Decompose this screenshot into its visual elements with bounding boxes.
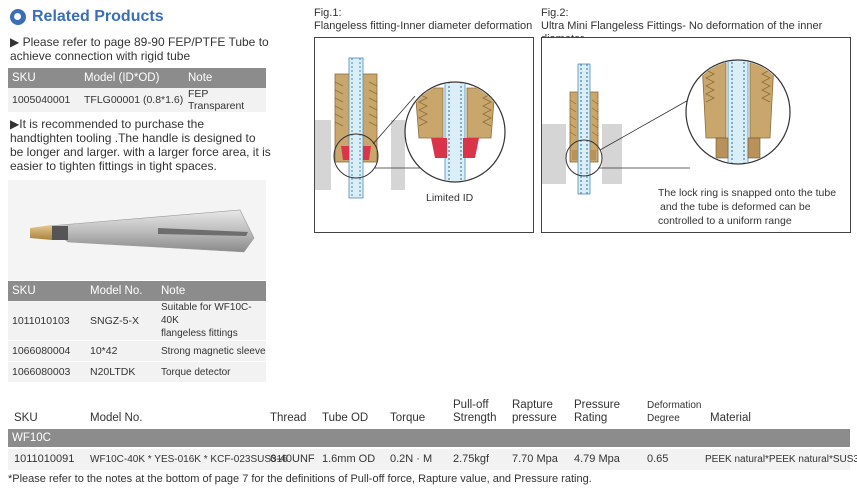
spec-col-torque: Torque (390, 412, 426, 424)
cell-sku: 1066080004 (8, 340, 86, 362)
pulloff-line-2: Strength (453, 412, 497, 424)
rapture-line-1: Rapture (512, 399, 553, 411)
tube-table-header: SKU Model (ID*OD) Note (8, 68, 266, 88)
cell-note: Suitable for WF10C-40K flangeless fittin… (157, 301, 266, 341)
lock-ring-line-2: and the tube is deformed can be (660, 201, 811, 213)
deformation-line-1: Deformation (647, 400, 702, 411)
pressure-line-2: Rating (574, 412, 608, 424)
spec-table-header: SKU Model No. Thread Tube OD Torque Pull… (8, 397, 850, 427)
tooling-line-3: be longer and larger. with a larger forc… (10, 145, 271, 159)
fig1-caption: Fig.1: Flangeless fitting-Inner diameter… (314, 7, 532, 33)
spec-col-rapture: Rapture pressure (512, 399, 557, 425)
cell-rapture: 7.70 Mpa (512, 453, 558, 465)
cell-material: PEEK natural*PEEK natural*SUS316 (705, 454, 857, 465)
deformation-line-2: Degree (647, 413, 680, 424)
note-line-2: flangeless fittings (161, 328, 238, 339)
cell-model: SNGZ-5-X (86, 301, 157, 341)
spec-col-material: Material (710, 412, 751, 424)
cell-sku: 1005040001 (8, 88, 80, 113)
footnote: *Please refer to the notes at the bottom… (8, 473, 592, 485)
cell-deformation: 0.65 (647, 453, 669, 465)
lock-ring-line-1: The lock ring is snapped onto the tube (658, 187, 837, 199)
accessory-table-header: SKU Model No. Note (8, 281, 266, 301)
tooling-recommendation-text: ▶It is recommended to purchase the handt… (10, 117, 271, 173)
lock-ring-annotation: The lock ring is snapped onto the tube a… (658, 186, 836, 228)
pressure-line-1: Pressure (574, 399, 621, 411)
rapture-line-2: pressure (512, 412, 557, 424)
related-products-title-text: Related Products (32, 8, 164, 25)
flangeless-fitting-illustration (315, 57, 506, 199)
tooling-line-4: easier to tighten fittings in tight spac… (10, 159, 217, 173)
related-products-title: Related Products (10, 8, 164, 26)
cell-pulloff: 2.75kgf (453, 453, 490, 465)
col-header-note: Note (184, 68, 266, 88)
spec-group-label: WF10C (8, 429, 850, 447)
cell-sku: 1011010091 (14, 453, 75, 465)
note-line-1: Suitable for WF10C-40K (161, 302, 252, 326)
spec-col-pulloff: Pull-off Strength (453, 399, 496, 425)
table-row: 1066080004 10*42 Strong magnetic sleeve (8, 340, 266, 362)
limited-id-label: Limited ID (426, 192, 474, 204)
cell-thread: 6-40UNF (270, 453, 315, 465)
cell-torque: 0.2N · M (390, 453, 433, 465)
table-row: 1011010091 WF10C-40K * YES-016K * KCF-02… (8, 449, 857, 470)
tube-reference-text: ▶ Please refer to page 89-90 FEP/PTFE Tu… (10, 35, 269, 63)
cell-pressure: 4.79 Mpa (574, 453, 620, 465)
cell-tube-od: 1.6mm OD (322, 453, 376, 465)
tooling-line-1: ▶It is recommended to purchase the (10, 117, 204, 131)
table-row: 1011010103 SNGZ-5-X Suitable for WF10C-4… (8, 301, 266, 341)
spec-col-thread: Thread (270, 412, 307, 424)
cell-note: Strong magnetic sleeve (157, 340, 266, 362)
spec-col-sku: SKU (14, 412, 38, 424)
col-header-model-no: Model No. (86, 281, 157, 301)
table-row: 1005040001 TFLG00001 (0.8*1.6) FEP Trans… (8, 88, 266, 113)
accessory-table: SKU Model No. Note 1011010103 SNGZ-5-X S… (8, 281, 266, 383)
spec-col-model: Model No. (90, 412, 143, 424)
cell-sku: 1066080003 (8, 361, 86, 383)
cell-sku: 1011010103 (8, 301, 86, 341)
col-header-note: Note (157, 281, 266, 301)
fig2-label: Fig.2: (541, 7, 569, 19)
col-header-model: Model (ID*OD) (80, 68, 184, 88)
fig1-label: Fig.1: (314, 7, 342, 19)
tightening-tool-image (8, 180, 266, 280)
fig1-diagram: Limited ID (314, 37, 534, 233)
bullet-circle-icon (10, 9, 26, 25)
fig2-caption: Fig.2: Ultra Mini Flangeless Fittings- N… (541, 7, 857, 46)
cell-model: 10*42 (86, 340, 157, 362)
pulloff-line-1: Pull-off (453, 399, 489, 411)
tube-reference-line-2: achieve connection with rigid tube (10, 49, 191, 63)
lock-ring-line-3: controlled to a uniform range (658, 215, 792, 227)
tooling-line-2: handtighten tooling .The handle is desig… (10, 131, 256, 145)
tube-table: SKU Model (ID*OD) Note 1005040001 TFLG00… (8, 68, 266, 113)
col-header-sku: SKU (8, 281, 86, 301)
spec-col-tube-od: Tube OD (322, 412, 369, 424)
tube-reference-line-1: ▶ Please refer to page 89-90 FEP/PTFE Tu… (10, 35, 269, 49)
cell-note: FEP Transparent (184, 88, 266, 113)
spec-col-pressure: Pressure Rating (574, 399, 620, 425)
cell-model: WF10C-40K * YES-016K * KCF-023SUS316 (90, 454, 288, 465)
cell-model: N20LTDK (86, 361, 157, 383)
table-row: 1066080003 N20LTDK Torque detector (8, 361, 266, 383)
spec-col-deformation: Deformation Degree (647, 399, 701, 425)
fig1-caption-text: Flangeless fitting-Inner diameter deform… (314, 20, 533, 32)
col-header-sku: SKU (8, 68, 80, 88)
fig2-diagram: The lock ring is snapped onto the tube a… (541, 37, 851, 233)
tightening-tool-illustration (30, 209, 255, 253)
ultra-mini-fitting-illustration (542, 59, 791, 195)
cell-model: TFLG00001 (0.8*1.6) (80, 88, 184, 113)
cell-note: Torque detector (157, 361, 266, 383)
